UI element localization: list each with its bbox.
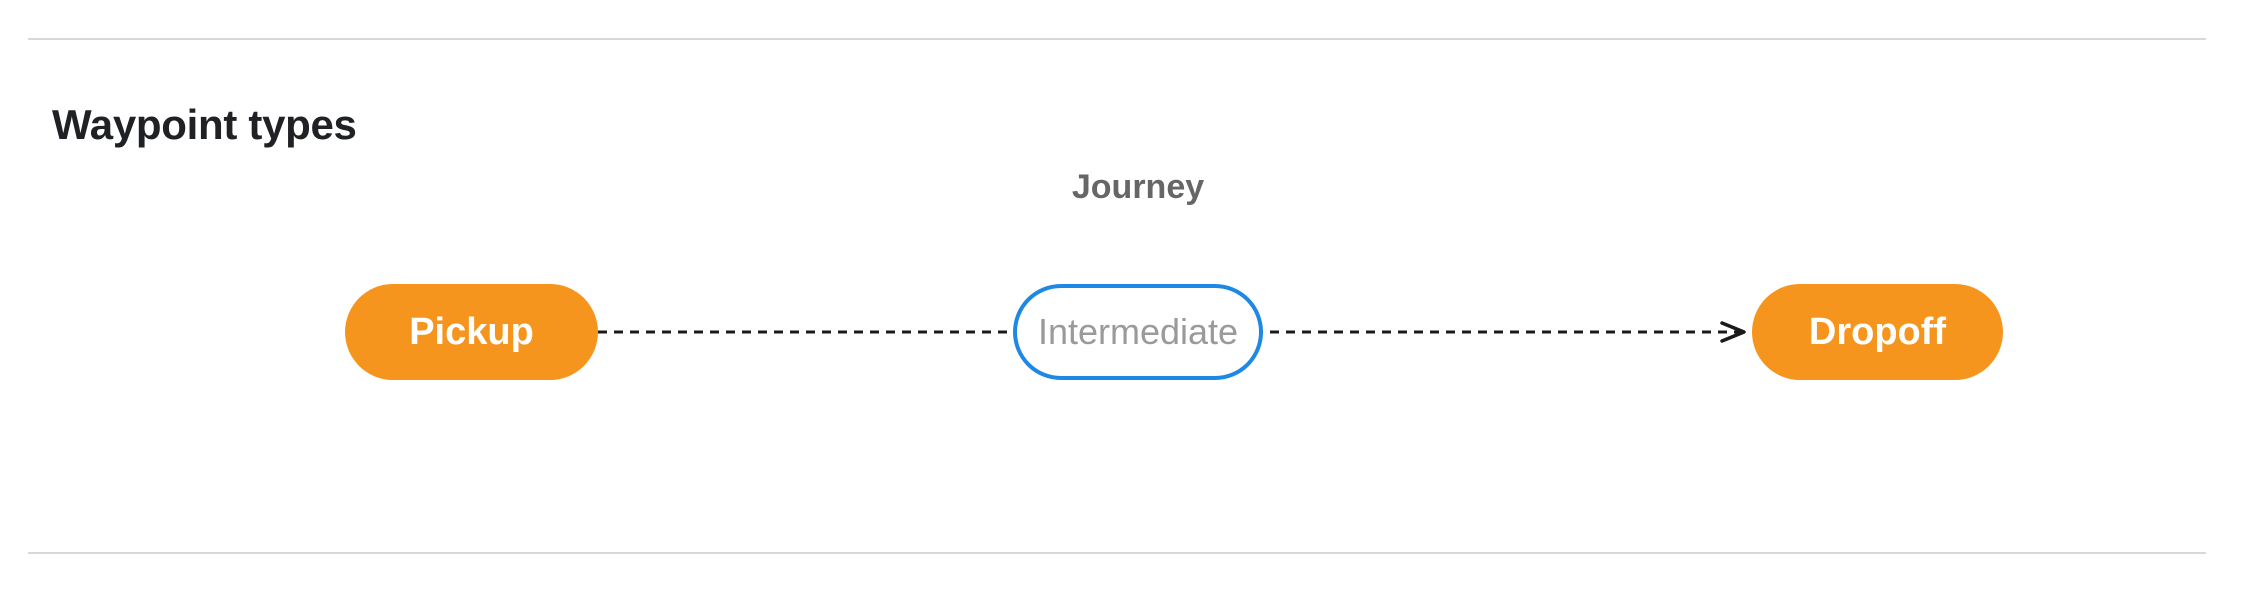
section-title: Waypoint types bbox=[52, 100, 357, 148]
node-dropoff-label: Dropoff bbox=[1808, 310, 1947, 353]
divider-bottom bbox=[28, 552, 2206, 554]
node-intermediate-label: Intermediate bbox=[1037, 311, 1239, 352]
node-pickup: Pickup bbox=[345, 284, 598, 380]
divider-top bbox=[28, 38, 2206, 40]
cluster-label-journey: Journey bbox=[1071, 168, 1205, 206]
node-pickup-label: Pickup bbox=[409, 310, 534, 353]
node-intermediate: Intermediate bbox=[1013, 284, 1263, 380]
node-dropoff: Dropoff bbox=[1752, 284, 2003, 380]
